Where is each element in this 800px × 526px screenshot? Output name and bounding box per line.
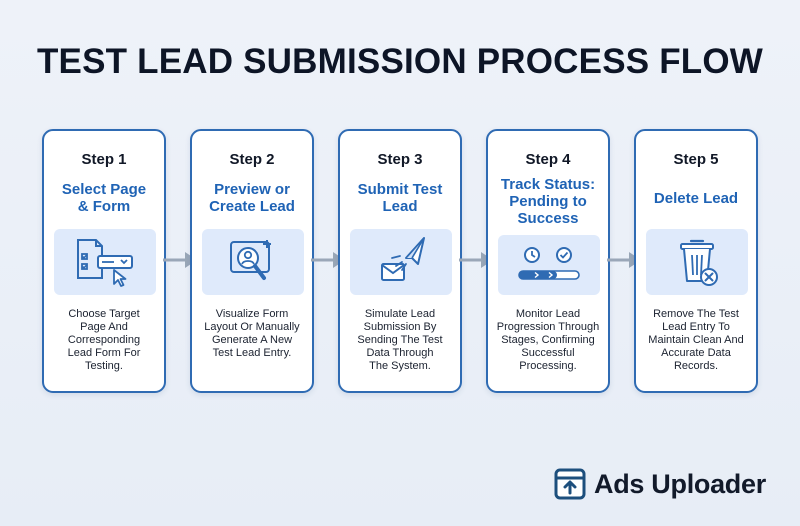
step-title: Submit Test Lead: [344, 181, 456, 215]
desc-line: Page And: [80, 321, 128, 333]
step-number: Step 5: [673, 151, 719, 168]
step-title-line: Create Lead: [209, 198, 295, 215]
desc-line: Remove The Test: [653, 308, 739, 320]
desc-line: Progression Through: [496, 321, 600, 333]
step-title-line: Pending to: [509, 193, 587, 210]
step-description: Monitor Lead Progression Through Stages,…: [494, 308, 602, 373]
step-card-2: Step 2 Preview or Create Lead Visualize …: [190, 129, 314, 393]
step-description: Visualize Form Layout Or Manually Genera…: [198, 308, 306, 360]
step-card-5: Step 5 Delete Lead Remove The Test Lead …: [634, 129, 758, 393]
step-card-1: Step 1 Select Page & Form Choose Target …: [42, 129, 166, 393]
desc-line: Data Through: [366, 347, 434, 359]
desc-line: Choose Target: [68, 308, 140, 320]
desc-line: Visualize Form: [215, 308, 289, 320]
step-title-line: Lead: [382, 198, 418, 215]
desc-line: Monitor Lead: [515, 308, 581, 320]
step-number: Step 3: [377, 151, 423, 168]
desc-line: Layout Or Manually: [204, 321, 300, 333]
step-number: Step 4: [525, 151, 571, 168]
step-title: Select Page & Form: [48, 181, 160, 215]
step-icon-box: [498, 235, 600, 295]
desc-line: Accurate Data: [661, 347, 731, 359]
desc-line: Test Lead Entry.: [212, 347, 292, 359]
step-card-4: Step 4 Track Status: Pending to Success …: [486, 129, 610, 393]
step-title-line: Submit Test: [357, 181, 443, 198]
desc-line: Lead Form For: [67, 347, 141, 359]
step-title: Track Status: Pending to Success: [492, 176, 604, 227]
trash-delete-icon: [680, 239, 718, 286]
desc-line: Records.: [673, 360, 719, 372]
upload-box-icon: [554, 468, 586, 500]
desc-line: Maintain Clean And: [648, 334, 744, 346]
step-number: Step 2: [229, 151, 275, 168]
step-description: Simulate Lead Submission By Sending The …: [346, 308, 454, 373]
desc-line: Generate A New: [211, 334, 293, 346]
form-select-icon: [77, 239, 133, 287]
step-description: Choose Target Page And Corresponding Lea…: [50, 308, 158, 373]
step-icon-box: [350, 229, 452, 295]
desc-line: Testing.: [85, 360, 123, 372]
step-title-line: Track Status:: [500, 176, 596, 193]
step-title: Delete Lead: [640, 190, 752, 207]
step-icon-box: [202, 229, 304, 295]
status-track-icon: [518, 247, 580, 280]
step-title-line: Select Page: [61, 181, 147, 198]
desc-line: Stages, Confirming: [501, 334, 595, 346]
send-plane-icon: [381, 237, 425, 281]
step-number: Step 1: [81, 151, 127, 168]
step-title-line: & Form: [77, 198, 131, 215]
desc-line: Submission By: [363, 321, 437, 333]
step-description: Remove The Test Lead Entry To Maintain C…: [642, 308, 750, 373]
page-title: TEST LEAD SUBMISSION PROCESS FLOW: [36, 42, 764, 81]
desc-line: Corresponding: [67, 334, 141, 346]
step-card-3: Step 3 Submit Test Lead Simulate Lead Su…: [338, 129, 462, 393]
brand-logo: Ads Uploader: [554, 467, 766, 501]
brand-name: Ads Uploader: [594, 468, 766, 499]
desc-line: The System.: [369, 360, 431, 372]
desc-line: Sending The Test: [357, 334, 443, 346]
preview-create-icon: [230, 240, 271, 280]
step-title-line: Success: [517, 210, 579, 227]
step-title-line: Delete Lead: [653, 190, 739, 207]
desc-line: Simulate Lead: [364, 308, 436, 320]
step-title: Preview or Create Lead: [196, 181, 308, 215]
step-icon-box: [54, 229, 156, 295]
desc-line: Lead Entry To: [662, 321, 730, 333]
desc-line: Successful: [521, 347, 575, 359]
step-title-line: Preview or: [214, 181, 290, 198]
desc-line: Processing.: [519, 360, 577, 372]
step-icon-box: [646, 229, 748, 295]
